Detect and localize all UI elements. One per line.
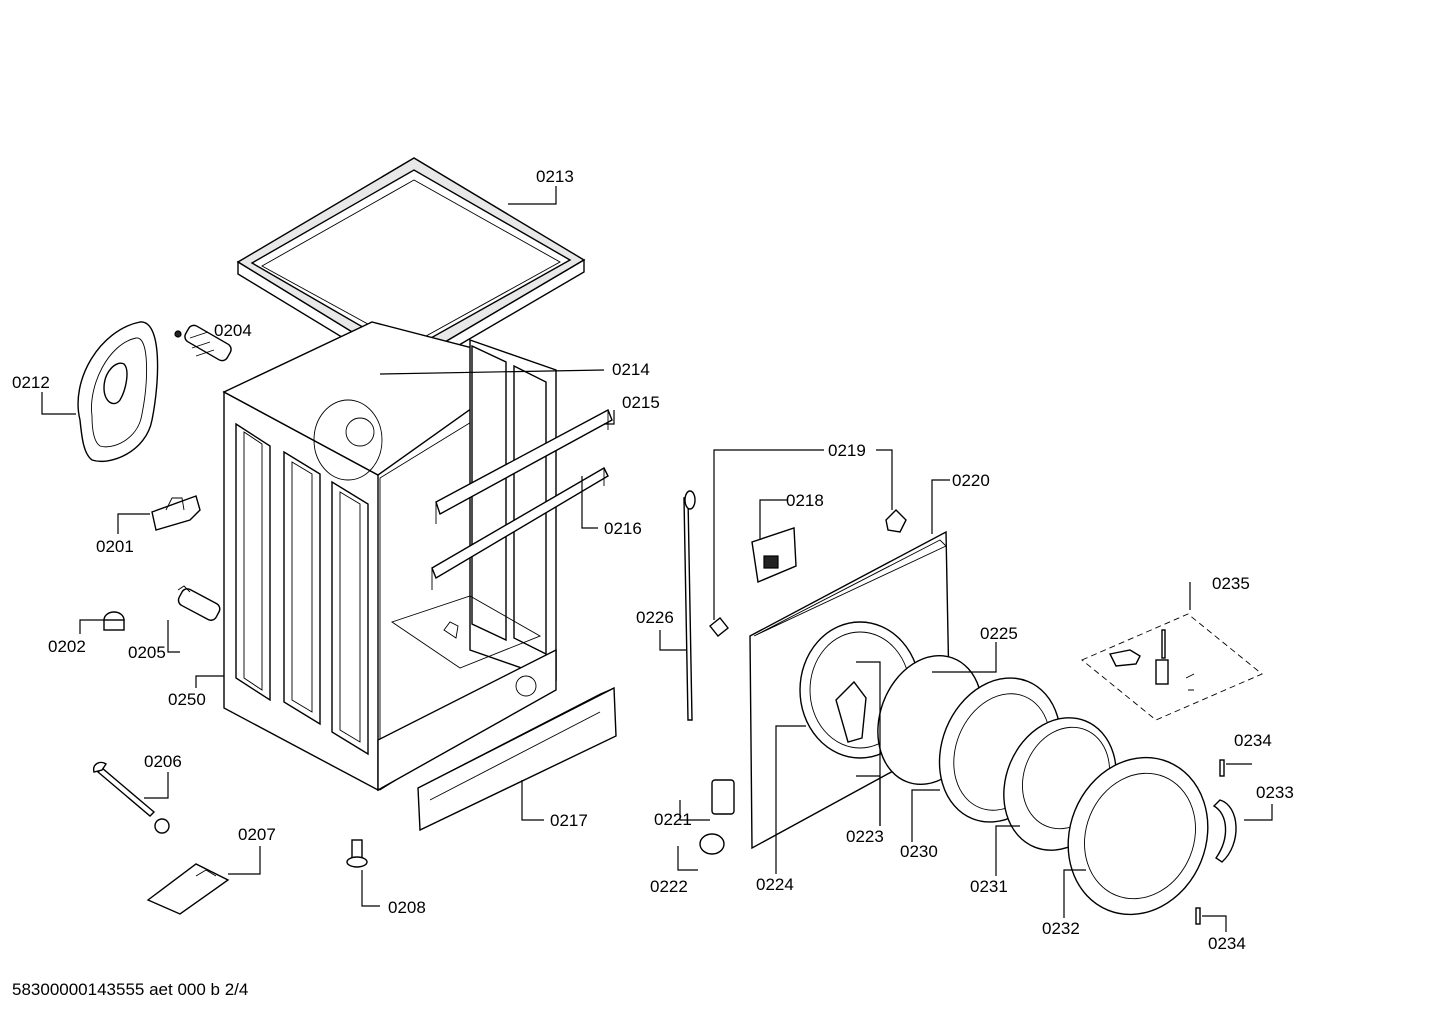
label-0250: 0250 — [168, 690, 206, 709]
part-clip-top — [885, 509, 907, 533]
label-0235: 0235 — [1212, 574, 1250, 593]
label-0234-bottom: 0234 — [1208, 934, 1246, 953]
part-kit-box — [1081, 613, 1263, 721]
part-hose-rod — [683, 490, 696, 721]
part-clip-small — [709, 617, 729, 637]
label-0233: 0233 — [1256, 783, 1294, 802]
part-foot — [103, 611, 125, 631]
label-0224: 0224 — [756, 875, 794, 894]
part-electronic-module — [751, 527, 797, 583]
part-shock-absorber — [177, 585, 221, 621]
label-0231: 0231 — [970, 877, 1008, 896]
label-0232: 0232 — [1042, 919, 1080, 938]
label-0216: 0216 — [604, 519, 642, 538]
label-0208: 0208 — [388, 898, 426, 917]
label-0221: 0221 — [654, 810, 692, 829]
part-outer-ring — [1067, 756, 1209, 916]
leader-lines — [41, 186, 1273, 932]
part-rear-panel — [77, 321, 159, 462]
label-0201: 0201 — [96, 537, 134, 556]
label-0215: 0215 — [622, 393, 660, 412]
label-0230: 0230 — [900, 842, 938, 861]
label-0220: 0220 — [952, 471, 990, 490]
label-0234-top: 0234 — [1234, 731, 1272, 750]
label-0225: 0225 — [980, 624, 1018, 643]
label-0207: 0207 — [238, 825, 276, 844]
label-0204: 0204 — [214, 321, 252, 340]
part-plinth — [417, 686, 617, 832]
label-0212: 0212 — [12, 373, 50, 392]
footer-code: 58300000143555 aet 000 b 2/4 — [12, 980, 249, 999]
part-bolt — [346, 839, 368, 868]
part-transport-plate — [146, 863, 230, 915]
label-0222: 0222 — [650, 877, 688, 896]
label-0219: 0219 — [828, 441, 866, 460]
label-0205: 0205 — [128, 643, 166, 662]
label-0217: 0217 — [550, 811, 588, 830]
label-0223: 0223 — [846, 827, 884, 846]
part-pin-top — [1219, 759, 1225, 777]
part-hinge — [1212, 799, 1237, 863]
part-plug — [699, 833, 725, 855]
label-0218: 0218 — [786, 491, 824, 510]
part-pin-bottom — [1195, 907, 1201, 925]
label-0206: 0206 — [144, 752, 182, 771]
label-0214: 0214 — [612, 360, 650, 379]
label-0202: 0202 — [48, 637, 86, 656]
part-shock-absorber-top — [174, 324, 232, 362]
part-rail-upper — [435, 409, 613, 524]
part-cabinet — [222, 321, 557, 792]
part-spanner — [92, 761, 170, 834]
part-door-lock — [711, 779, 735, 815]
part-bracket — [151, 495, 201, 531]
part-rail-lower — [431, 467, 609, 590]
label-0226: 0226 — [636, 608, 674, 627]
label-0213: 0213 — [536, 167, 574, 186]
